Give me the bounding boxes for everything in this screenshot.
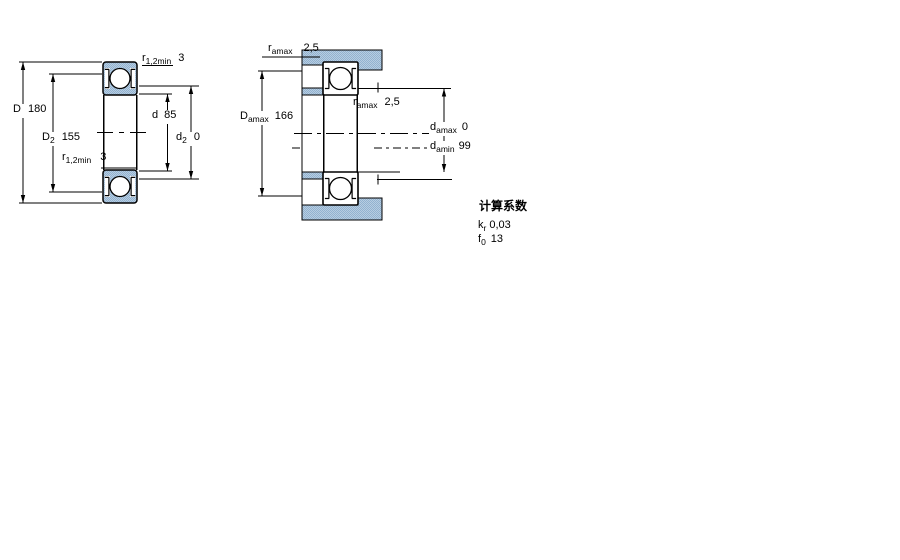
dimension-arrows-left [20,62,194,203]
bearing-section-blocks-right [322,61,359,206]
bearing-half-top [102,61,138,96]
bearing-half-bottom [102,169,138,204]
bearing-section-blocks-left [102,61,138,204]
mounting-dimensions-view [258,49,452,221]
bearing-cross-section-view [19,61,199,204]
dimension-arrows-right [259,71,447,196]
calculation-factors-title: 计算系数 [479,199,528,213]
shaft-shoulder-top [301,87,325,96]
diagram-canvas [19,49,452,221]
shaft-shoulder-bottom [301,171,325,180]
